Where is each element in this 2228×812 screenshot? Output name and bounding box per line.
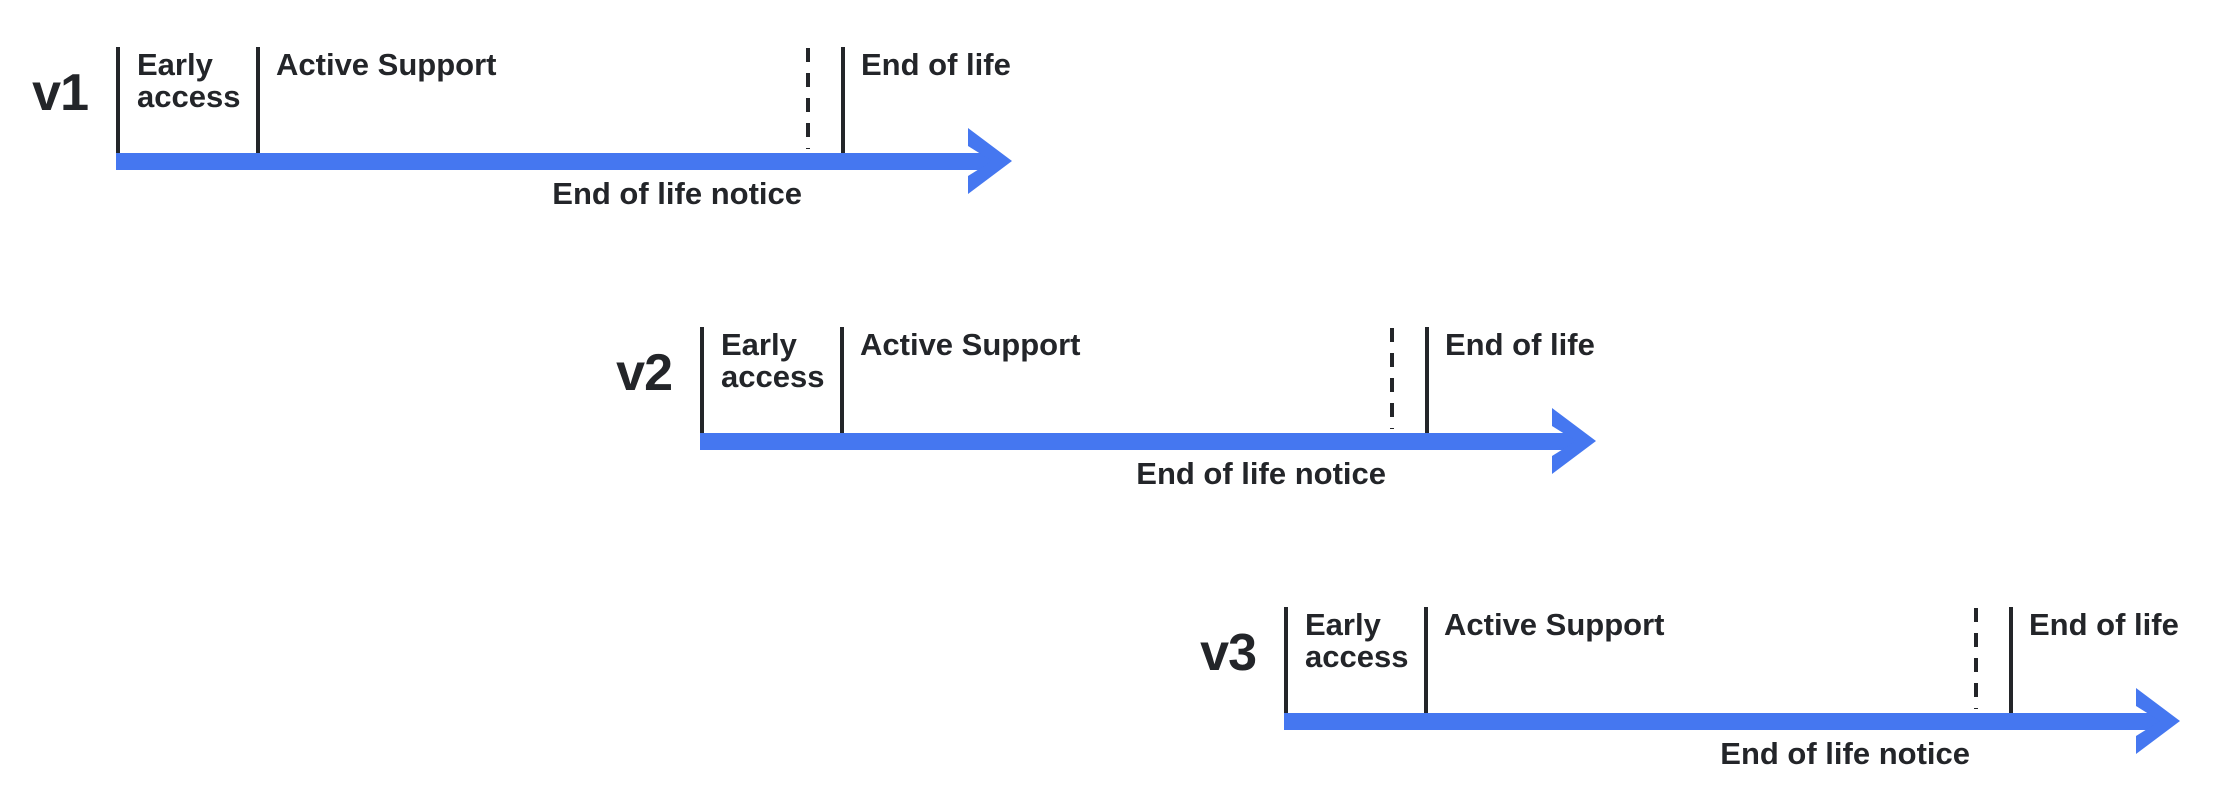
timeline-arrow-head-icon: [968, 128, 1012, 194]
end-of-life-tick: [1425, 327, 1429, 433]
active-support-tick: [256, 47, 260, 153]
active-support-label: Active Support: [276, 47, 497, 82]
end-of-life-notice-label: End of life notice: [1720, 736, 1970, 771]
early-access-tick: [700, 327, 704, 433]
timeline-v2: v2 Early access Active Support End of li…: [502, 317, 1622, 527]
end-of-life-label: End of life: [861, 47, 1011, 82]
early-access-label: Early access: [721, 327, 825, 394]
early-access-label: Early access: [1305, 607, 1409, 674]
end-of-life-notice-dashed-line: [1390, 328, 1394, 429]
end-of-life-notice-label: End of life notice: [552, 176, 802, 211]
active-support-tick: [840, 327, 844, 433]
end-of-life-notice-label: End of life notice: [1136, 456, 1386, 491]
active-support-tick: [1424, 607, 1428, 713]
timeline-arrow-shaft: [700, 433, 1577, 450]
end-of-life-tick: [841, 47, 845, 153]
timeline-arrow-head-icon: [2136, 688, 2180, 754]
end-of-life-tick: [2009, 607, 2013, 713]
early-access-label: Early access: [137, 47, 241, 114]
early-access-tick: [116, 47, 120, 153]
timeline-v3: v3 Early access Active Support End of li…: [1086, 597, 2206, 807]
end-of-life-notice-dashed-line: [806, 48, 810, 149]
end-of-life-notice-dashed-line: [1974, 608, 1978, 709]
end-of-life-label: End of life: [2029, 607, 2179, 642]
version-label-v2: v2: [616, 344, 673, 402]
version-label-v3: v3: [1200, 624, 1257, 682]
timeline-arrow-shaft: [116, 153, 993, 170]
active-support-label: Active Support: [860, 327, 1081, 362]
timeline-v1: v1 Early access Active Support End of li…: [0, 37, 1038, 247]
early-access-tick: [1284, 607, 1288, 713]
end-of-life-label: End of life: [1445, 327, 1595, 362]
timeline-arrow-shaft: [1284, 713, 2161, 730]
timeline-arrow-head-icon: [1552, 408, 1596, 474]
version-label-v1: v1: [32, 64, 89, 122]
active-support-label: Active Support: [1444, 607, 1665, 642]
